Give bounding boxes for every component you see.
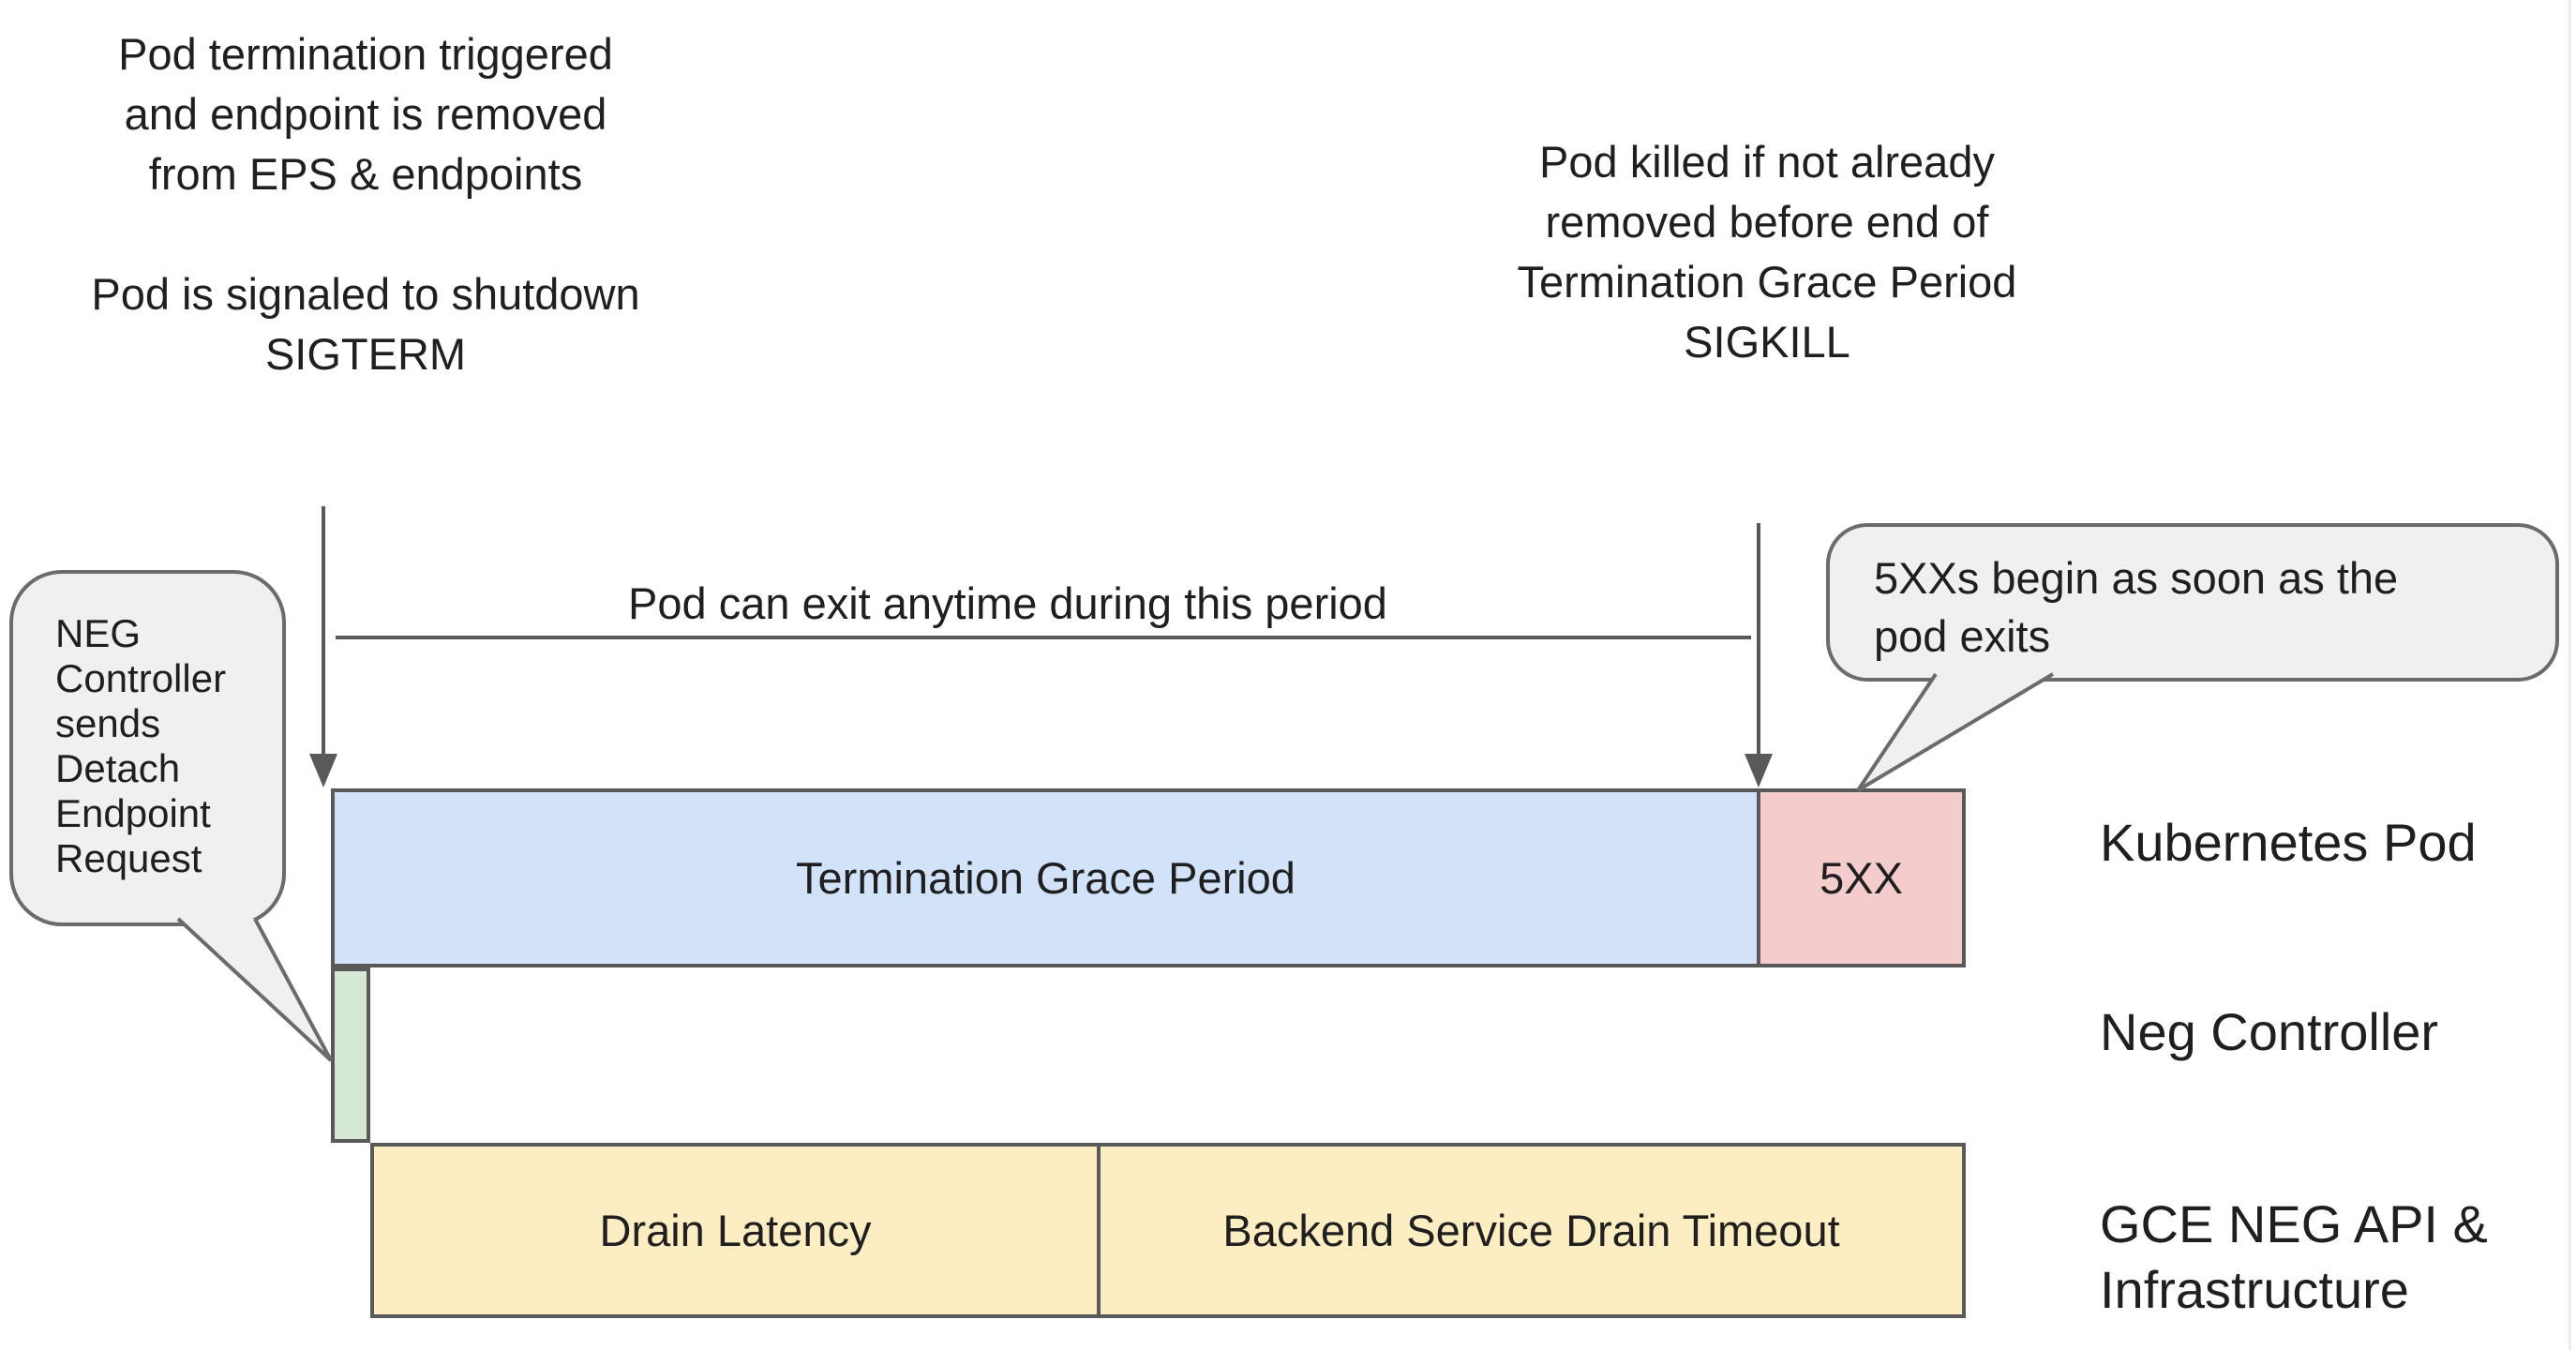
annotation-pod-can-exit: Pod can exit anytime during this period: [628, 578, 1387, 628]
canvas-edge: [2569, 0, 2571, 1350]
backend-drain-timeout-cell: Backend Service Drain Timeout: [1101, 1147, 1962, 1314]
row-label-line: GCE NEG API &: [2100, 1194, 2488, 1253]
bubble-line: Controller: [55, 656, 227, 700]
drain-latency-cell: Drain Latency: [374, 1147, 1101, 1314]
row-label-kubernetes-pod: Kubernetes Pod: [2100, 810, 2477, 876]
row-label-line: Infrastructure: [2100, 1260, 2409, 1319]
annotation-line: Termination Grace Period: [1517, 257, 2017, 307]
annotation-line: from EPS & endpoints: [148, 149, 583, 199]
annotation-pod-killed: Pod killed if not already removed before…: [1462, 132, 2072, 372]
annotation-line: Pod is signaled to shutdown: [91, 269, 640, 319]
annotation-line: SIGKILL: [1684, 317, 1850, 367]
bubble-line: 5XXs begin as soon as the: [1874, 553, 2399, 603]
sigkill-arrowhead-icon: [1745, 754, 1773, 788]
backend-drain-timeout-label: Backend Service Drain Timeout: [1222, 1206, 1840, 1255]
sigterm-arrowhead-icon: [309, 754, 337, 788]
bubble-line: Request: [55, 836, 202, 880]
neg-controller-bubble: NEG Controller sends Detach Endpoint Req…: [9, 570, 286, 926]
annotation-line: Pod killed if not already: [1539, 137, 1995, 187]
annotation-pod-termination: Pod termination triggered and endpoint i…: [56, 24, 675, 384]
neg-detach-bar: [331, 968, 370, 1143]
five-xx-bubble-tail: [1856, 672, 2055, 792]
row-label-line: Kubernetes Pod: [2100, 813, 2477, 872]
bubble-line: sends: [55, 701, 161, 745]
row-label-gce-neg-api: GCE NEG API & Infrastructure: [2100, 1192, 2488, 1323]
termination-grace-period-bar: Termination Grace Period: [331, 788, 1760, 968]
gce-drain-bar: Drain Latency Backend Service Drain Time…: [370, 1143, 1966, 1318]
row-label-line: Neg Controller: [2100, 1002, 2439, 1061]
annotation-line: SIGTERM: [264, 329, 467, 379]
drain-latency-label: Drain Latency: [599, 1206, 872, 1255]
five-xx-label: 5XX: [1820, 853, 1903, 903]
five-xx-bar: 5XX: [1757, 788, 1966, 968]
bubble-line: Detach: [55, 746, 181, 790]
bubble-line: pod exits: [1874, 611, 2051, 661]
annotation-line: removed before end of: [1545, 197, 1989, 247]
five-xx-begin-bubble: 5XXs begin as soon as the pod exits: [1826, 523, 2559, 682]
annotation-line: Pod termination triggered: [118, 29, 613, 79]
bubble-line: Endpoint: [55, 791, 211, 835]
neg-bubble-tail: [176, 917, 333, 1062]
annotation-gap: [56, 204, 675, 264]
row-label-neg-controller: Neg Controller: [2100, 999, 2438, 1065]
termination-grace-period-label: Termination Grace Period: [796, 853, 1295, 903]
bubble-line: NEG: [55, 611, 142, 655]
annotation-line: and endpoint is removed: [124, 89, 607, 139]
